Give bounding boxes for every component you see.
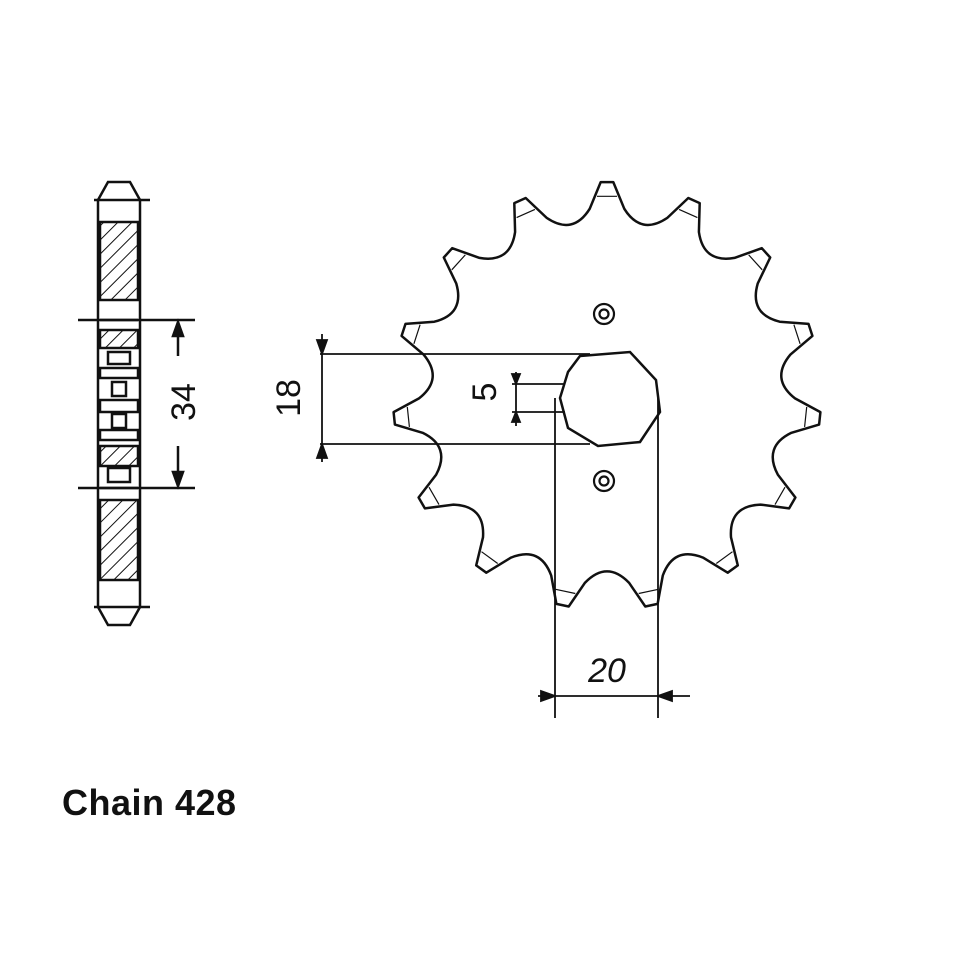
side-hub-block — [98, 328, 140, 350]
sprocket-side-view — [78, 180, 195, 627]
keyway-width-label: 5 — [466, 383, 504, 402]
shaft-diameter-label: 18 — [270, 379, 308, 417]
chain-size-caption: Chain 428 — [62, 782, 237, 823]
dimension-lines — [315, 334, 690, 718]
side-hatch-top — [98, 220, 140, 302]
center-bore — [558, 350, 662, 448]
bolt-hole-bottom — [592, 469, 616, 493]
bolt-hole-top — [592, 302, 616, 326]
spline-width-label: 20 — [587, 652, 626, 690]
side-width-label: 34 — [165, 383, 203, 421]
side-hub-block-2 — [98, 444, 140, 468]
sprocket-outline-inner — [406, 195, 808, 595]
sprocket-front-view — [392, 180, 822, 608]
side-hatch-bottom — [98, 498, 140, 582]
